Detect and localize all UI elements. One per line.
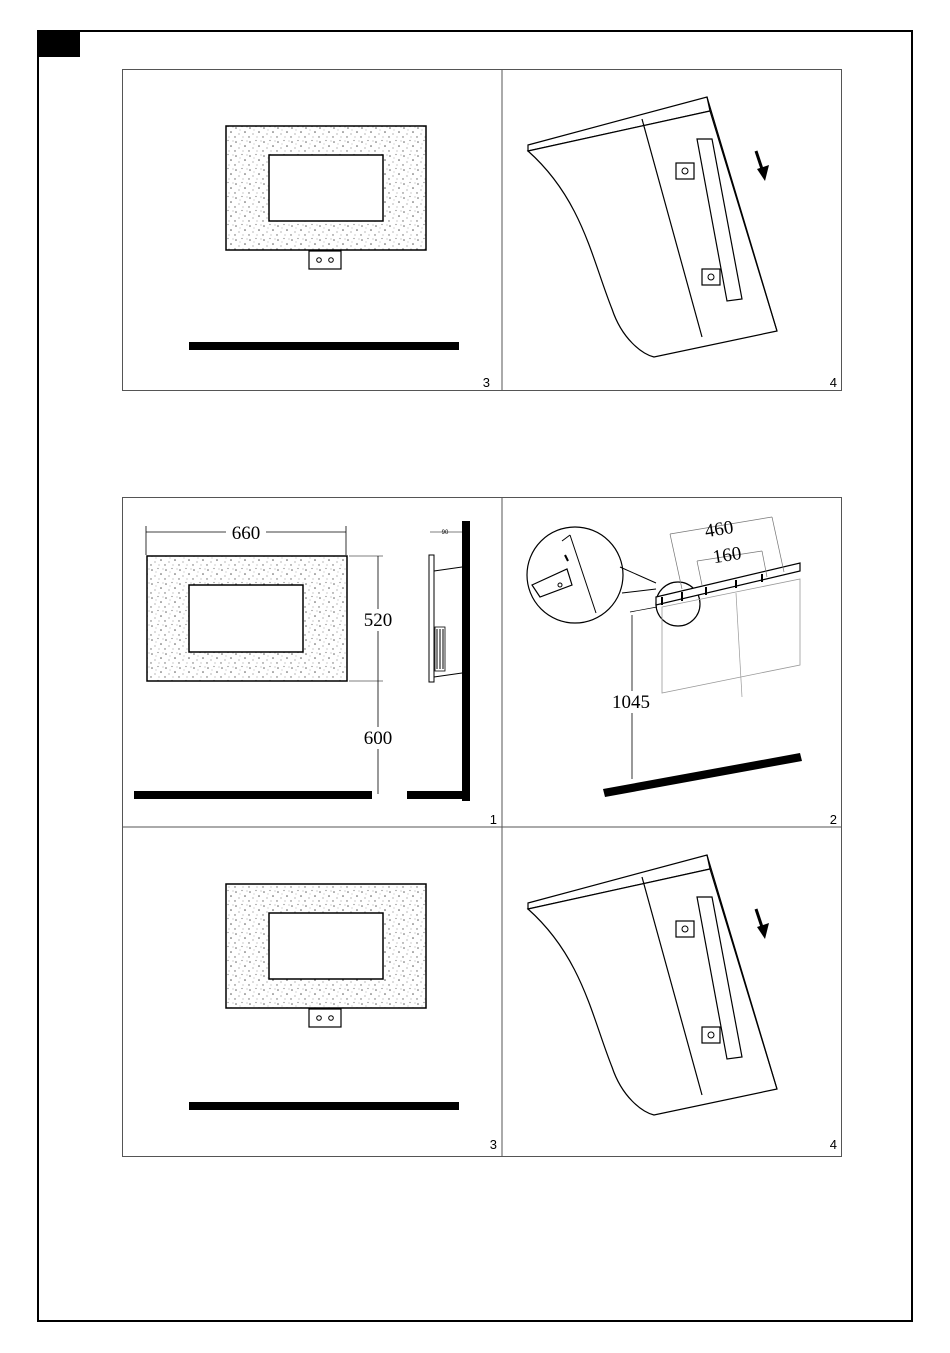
hook-bracket-lower: [702, 269, 720, 285]
panel-number: 3: [490, 1137, 497, 1152]
bottom-diagram: 660 520 600 90 1: [122, 497, 842, 1157]
top-panel-4: 4: [528, 97, 837, 390]
corner-tab: [37, 30, 80, 57]
detail-magnifier-circle: [527, 527, 623, 623]
inner-span-label: 160: [711, 543, 742, 568]
hook-bracket-lower: [702, 1027, 720, 1043]
height-dimension-label: 520: [364, 610, 393, 631]
side-dimension-label: 90: [442, 530, 449, 536]
hook-bracket-upper: [676, 163, 694, 179]
panel-number: 4: [830, 375, 837, 390]
top-panel-3: 3: [189, 126, 490, 390]
top-panel-grid: 3 4: [122, 69, 842, 391]
wall-opening: [189, 585, 303, 652]
wall-opening: [269, 913, 383, 979]
bottom-panel-2: 460 160 1045 2: [527, 517, 837, 827]
hood-body: [528, 111, 777, 357]
top-diagram: 3 4: [122, 69, 842, 391]
bottom-panel-1: 660 520 600 90 1: [134, 521, 497, 827]
hood-side-profile: [429, 555, 434, 682]
mounting-bracket: [309, 251, 341, 269]
panel-number: 2: [830, 812, 837, 827]
hook-bracket-upper: [676, 921, 694, 937]
side-wall: [462, 521, 470, 801]
arrowhead-icon: [757, 923, 769, 939]
wall-opening: [269, 155, 383, 221]
floor-line: [603, 753, 802, 797]
width-dimension-label: 660: [232, 523, 261, 544]
floor-line: [134, 791, 372, 799]
panel-number: 1: [490, 812, 497, 827]
floor-line: [189, 342, 459, 350]
bottom-panel-3: 3: [189, 884, 497, 1152]
side-floor-line: [407, 791, 469, 799]
panel-number: 4: [830, 1137, 837, 1152]
mounting-bracket: [309, 1009, 341, 1027]
hood-body: [528, 869, 777, 1115]
outer-span-label: 460: [703, 517, 734, 542]
height-dimension-label: 1045: [612, 692, 650, 713]
bottom-panel-grid: 660 520 600 90 1: [122, 497, 842, 1157]
floor-line: [189, 1102, 459, 1110]
floor-dimension-label: 600: [364, 728, 393, 749]
bottom-panel-4: 4: [528, 855, 837, 1152]
panel-number: 3: [483, 375, 490, 390]
arrowhead-icon: [757, 165, 769, 181]
